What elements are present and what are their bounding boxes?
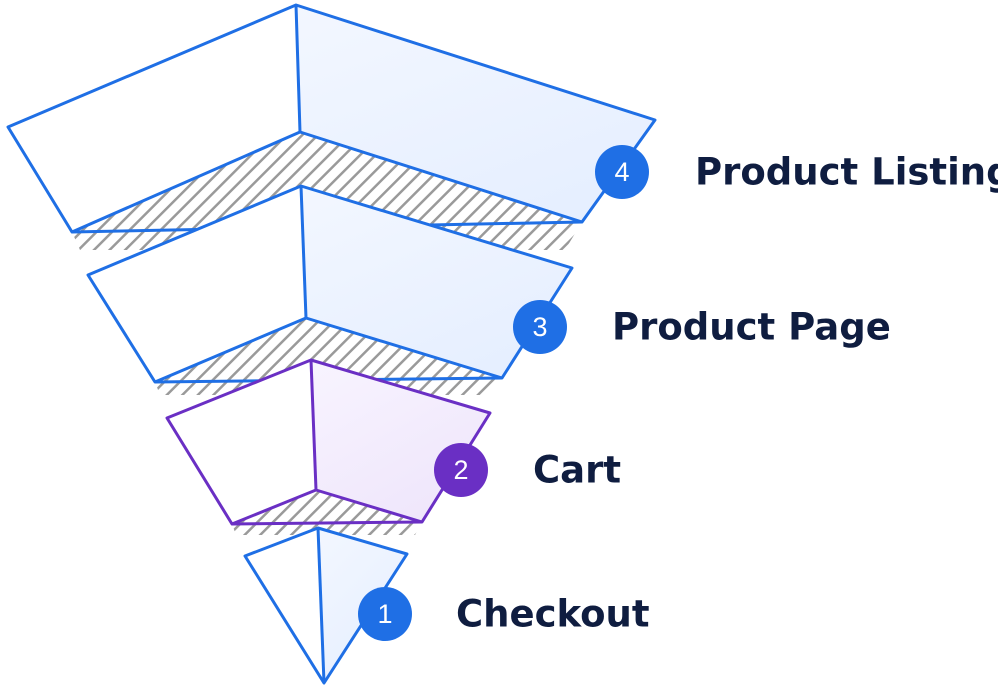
- tier-4-left-face: [8, 5, 300, 232]
- tier-4-spine: [294, 4, 302, 133]
- tier-1-left-face: [245, 528, 324, 683]
- step-3-number: 3: [532, 312, 547, 342]
- tier-1-outline: [243, 526, 409, 685]
- step-2-badge: [434, 443, 488, 497]
- tier-3-spine: [299, 185, 308, 319]
- step-1-number: 1: [377, 599, 392, 629]
- tier-2-spine: [309, 359, 318, 491]
- step-3-label: Product Page: [612, 306, 891, 349]
- tier-2-front-edge: [231, 520, 423, 526]
- step-4-label: Product Listing: [695, 151, 998, 194]
- tier-3-hatch: [155, 318, 502, 395]
- tier-product-listing: [6, 3, 657, 250]
- step-product-page: 3 Product Page: [513, 300, 891, 354]
- tier-4-right-face: [296, 5, 655, 222]
- step-product-listing: 4 Product Listing: [595, 145, 998, 199]
- step-2-number: 2: [453, 455, 468, 485]
- tier-product-page: [86, 184, 574, 395]
- tier-3-right-face: [301, 186, 572, 378]
- step-cart: 2 Cart: [434, 443, 621, 497]
- tier-4-hatch: [72, 132, 582, 250]
- step-4-number: 4: [614, 157, 629, 187]
- tier-3-left-face: [88, 186, 306, 382]
- step-checkout: 1 Checkout: [358, 587, 650, 641]
- tier-2-left-face: [167, 360, 316, 524]
- step-4-badge: [595, 145, 649, 199]
- step-3-badge: [513, 300, 567, 354]
- step-1-label: Checkout: [456, 593, 650, 636]
- step-2-label: Cart: [533, 449, 621, 492]
- step-1-badge: [358, 587, 412, 641]
- tier-1-spine: [316, 527, 326, 684]
